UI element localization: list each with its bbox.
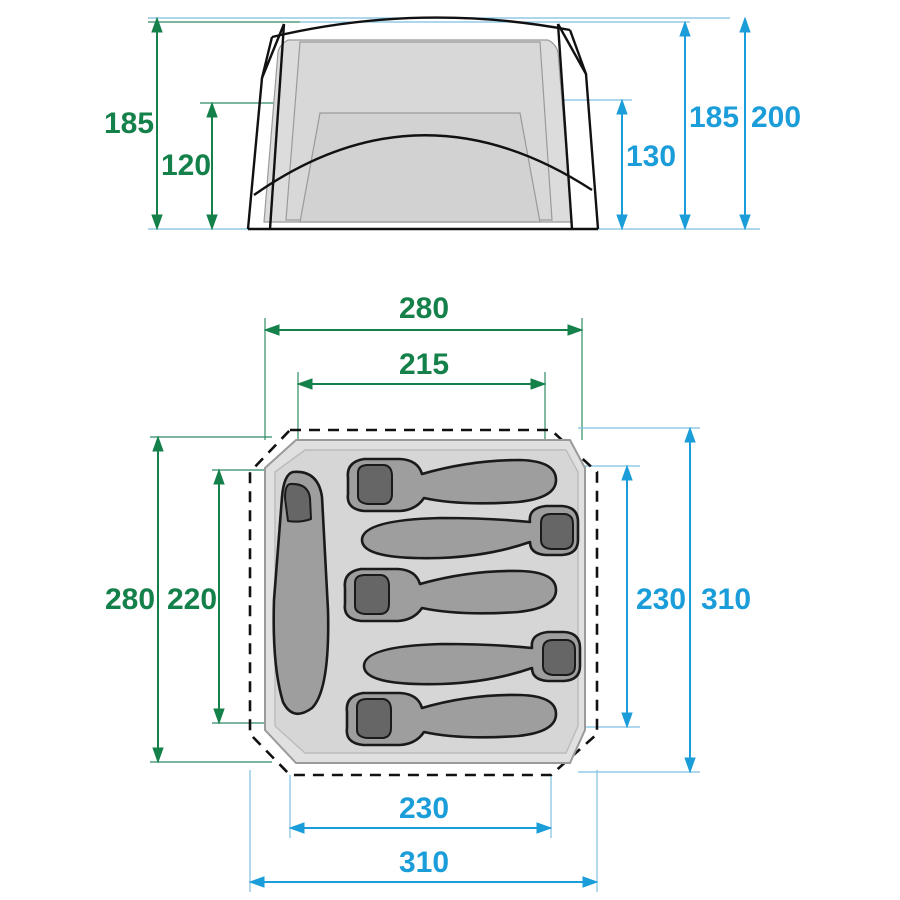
dim-120-green bbox=[206, 101, 218, 231]
occupant-horizontal-2-body bbox=[360, 504, 580, 560]
dim-185-green-arrow-down bbox=[151, 214, 163, 231]
label-depth-220-green: 220 bbox=[167, 583, 217, 616]
occupant-horizontal-1-head bbox=[357, 464, 393, 505]
tent-roof-arc bbox=[271, 16, 571, 39]
label-height-185-blue: 185 bbox=[689, 101, 739, 134]
dim-200-blue-arrow-down bbox=[739, 214, 751, 231]
dim-215-width-green-arrow-right bbox=[530, 378, 547, 390]
occupant-horizontal-1-body bbox=[346, 457, 558, 513]
dim-310-depth-blue-arrow-up bbox=[684, 426, 696, 443]
floor-plan-view: 280 215 280 220 230 310 230 310 bbox=[105, 292, 751, 892]
tent-left-pole bbox=[268, 23, 286, 230]
label-height-120-green: 120 bbox=[161, 149, 211, 182]
dim-185-green-arrow-up bbox=[151, 16, 163, 33]
occupant-horizontal-2-head bbox=[540, 513, 574, 550]
dim-185-blue-arrow-up bbox=[679, 20, 691, 37]
occupant-horizontal-4 bbox=[362, 630, 582, 686]
label-width-215-green: 215 bbox=[399, 348, 449, 381]
label-depth-230-blue: 230 bbox=[636, 583, 686, 616]
dim-310-depth-blue-arrow-down bbox=[684, 757, 696, 774]
occupant-horizontal-1 bbox=[346, 457, 558, 513]
tent-right-outer-edge bbox=[584, 73, 600, 230]
dim-220-depth-green bbox=[213, 468, 225, 725]
tent-fabric-shape bbox=[263, 39, 573, 223]
dim-215-width-green bbox=[296, 378, 547, 390]
occupant-horizontal-3-head bbox=[354, 574, 390, 615]
dim-310-width-blue bbox=[248, 876, 599, 888]
dim-230-width-blue-arrow-left bbox=[288, 822, 305, 834]
outer-footprint-dashed bbox=[248, 428, 599, 777]
dim-280-depth-green bbox=[152, 435, 164, 764]
tent-right-peak-fin bbox=[556, 23, 588, 76]
dim-310-width-blue-arrow-left bbox=[248, 876, 265, 888]
occupant-vertical-1-head bbox=[284, 482, 312, 523]
occupant-horizontal-3 bbox=[343, 567, 558, 623]
dim-120-green-arrow-up bbox=[206, 101, 218, 118]
dim-230-depth-blue bbox=[621, 464, 633, 729]
dim-220-depth-green-arrow-up bbox=[213, 468, 225, 485]
label-height-200-blue: 200 bbox=[751, 101, 801, 134]
tent-outline bbox=[246, 16, 600, 231]
front-elevation-view: 185 120 130 185 200 bbox=[104, 16, 801, 231]
dim-185-green bbox=[151, 16, 163, 231]
occupant-horizontal-3-body bbox=[343, 567, 558, 623]
occupant-vertical-1-body bbox=[272, 470, 330, 716]
occupant-horizontal-5 bbox=[345, 691, 558, 747]
dim-130-blue bbox=[616, 98, 628, 231]
occupant-figures bbox=[272, 457, 582, 747]
label-depth-310-blue: 310 bbox=[701, 583, 751, 616]
tent-left-outer-edge bbox=[246, 77, 264, 230]
label-height-185-green: 185 bbox=[104, 107, 154, 140]
front-green-dimensions bbox=[151, 16, 218, 231]
dim-280-width-green bbox=[263, 324, 584, 336]
dim-130-blue-arrow-down bbox=[616, 214, 628, 231]
dim-280-depth-green-arrow-up bbox=[152, 435, 164, 452]
plan-right-blue-dimensions bbox=[621, 426, 696, 774]
dim-120-green-arrow-down bbox=[206, 214, 218, 231]
front-blue-dimensions bbox=[616, 16, 751, 231]
dim-230-depth-blue-arrow-up bbox=[621, 464, 633, 481]
plan-bottom-blue-dimensions bbox=[248, 822, 599, 888]
tent-right-pole bbox=[556, 23, 574, 230]
label-height-130-blue: 130 bbox=[626, 140, 676, 173]
occupant-horizontal-4-body bbox=[362, 630, 582, 686]
dim-220-depth-green-arrow-down bbox=[213, 708, 225, 725]
label-width-230-blue: 230 bbox=[399, 792, 449, 825]
label-width-310-blue: 310 bbox=[399, 846, 449, 879]
label-depth-280-green: 280 bbox=[105, 583, 155, 616]
occupant-horizontal-5-head bbox=[356, 698, 392, 739]
dim-185-blue bbox=[679, 20, 691, 231]
dim-130-blue-arrow-up bbox=[616, 98, 628, 115]
dim-310-depth-blue bbox=[684, 426, 696, 774]
tent-inner-door-panel bbox=[299, 112, 541, 223]
dim-200-blue bbox=[739, 16, 751, 231]
dim-230-width-blue-arrow-right bbox=[536, 822, 553, 834]
dim-230-depth-blue-arrow-down bbox=[621, 712, 633, 729]
dim-185-blue-arrow-down bbox=[679, 214, 691, 231]
occupant-vertical-1 bbox=[272, 470, 330, 716]
plan-left-green-dimensions bbox=[152, 435, 225, 764]
dim-310-width-blue-arrow-right bbox=[582, 876, 599, 888]
occupant-horizontal-5-body bbox=[345, 691, 558, 747]
tent-inner-door-arc bbox=[253, 134, 593, 196]
dim-200-blue-arrow-up bbox=[739, 16, 751, 33]
label-width-280-green: 280 bbox=[399, 292, 449, 325]
dim-280-width-green-arrow-left bbox=[263, 324, 280, 336]
dim-280-width-green-arrow-right bbox=[567, 324, 584, 336]
dim-280-depth-green-arrow-down bbox=[152, 747, 164, 764]
dim-230-width-blue bbox=[288, 822, 553, 834]
dim-215-width-green-arrow-left bbox=[296, 378, 313, 390]
plan-top-green-dimensions bbox=[263, 324, 584, 390]
occupant-horizontal-4-head bbox=[542, 639, 576, 676]
occupant-horizontal-2 bbox=[360, 504, 580, 560]
